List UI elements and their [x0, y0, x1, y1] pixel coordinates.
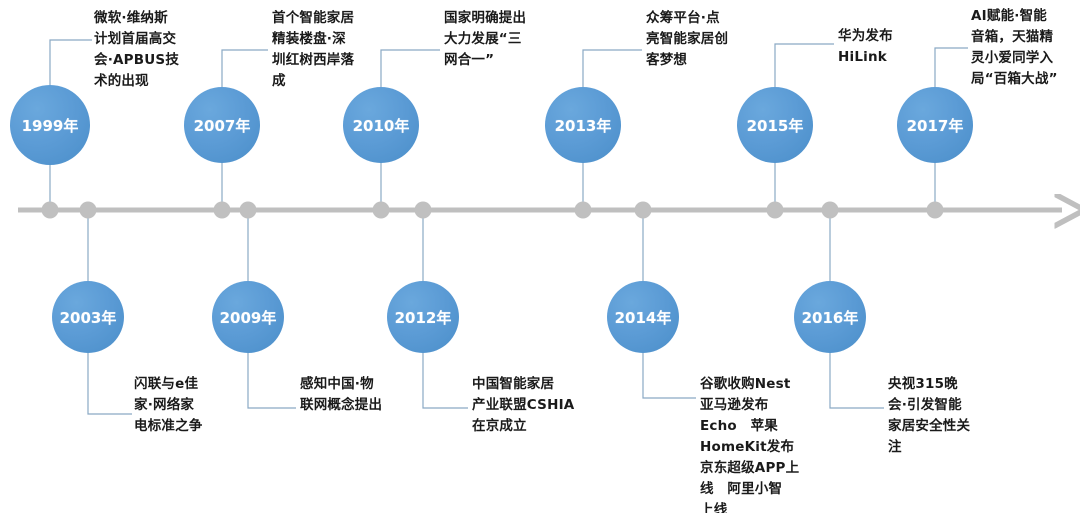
axis-dot [239, 201, 257, 219]
connector-e2012 [422, 353, 468, 409]
node-year-label: 2010年 [352, 116, 410, 135]
timeline-node-2014[interactable]: 2014年 [607, 281, 679, 353]
axis-dot [79, 201, 97, 219]
caption-e2014: 谷歌收购Nest 亚马逊发布 Echo 苹果 HomeKit发布 京东超级APP… [700, 376, 800, 513]
node-year-label: 2014年 [614, 308, 672, 327]
connector-e2009 [247, 353, 296, 409]
connector-e2003 [87, 353, 132, 415]
connector-e2016 [829, 353, 884, 409]
connector-e2007 [221, 49, 268, 87]
node-year-label: 2017年 [906, 116, 964, 135]
axis-dot [926, 201, 944, 219]
axis-dot [414, 201, 432, 219]
caption-e2010: 国家明确提出 大力发展“三 网合一” [444, 10, 527, 68]
axis-dot [634, 201, 652, 219]
node-year-label: 2012年 [394, 308, 452, 327]
timeline-node-2012[interactable]: 2012年 [387, 281, 459, 353]
axis-dot [213, 201, 231, 219]
timeline-node-2010[interactable]: 2010年 [343, 87, 419, 163]
timeline-node-2017[interactable]: 2017年 [897, 87, 973, 163]
caption-e2009: 感知中国·物 联网概念提出 [300, 376, 383, 413]
axis-dot [372, 201, 390, 219]
axis-dot-group [41, 201, 944, 219]
connector-e2015 [774, 43, 834, 87]
node-year-label: 1999年 [21, 116, 79, 135]
connector-e2013 [582, 49, 642, 87]
connector-e2010 [380, 49, 440, 87]
timeline-node-2013[interactable]: 2013年 [545, 87, 621, 163]
connector-lines [49, 39, 968, 415]
timeline-node-2015[interactable]: 2015年 [737, 87, 813, 163]
connector-e1999 [49, 39, 92, 85]
axis-dot [821, 201, 839, 219]
axis-dot [41, 201, 59, 219]
caption-e2016: 央视315晚 会·引发智能 家居安全性关 注 [888, 376, 971, 455]
timeline-node-2007[interactable]: 2007年 [184, 87, 260, 163]
caption-e2017: AI赋能·智能 音箱，天猫精 灵小爱同学入 局“百箱大战” [971, 8, 1058, 87]
node-year-label: 2015年 [746, 116, 804, 135]
axis-dot [574, 201, 592, 219]
node-year-label: 2016年 [801, 308, 859, 327]
timeline-node-2016[interactable]: 2016年 [794, 281, 866, 353]
caption-e1999: 微软·维纳斯 计划首届高交 会·APBUS技 术的出现 [94, 10, 180, 89]
caption-e2015: 华为发布 HiLink [838, 28, 893, 65]
timeline-node-2009[interactable]: 2009年 [212, 281, 284, 353]
axis-dot [766, 201, 784, 219]
node-year-label: 2003年 [59, 308, 117, 327]
caption-e2013: 众筹平台·点 亮智能家居创 客梦想 [646, 10, 729, 68]
node-year-label: 2013年 [554, 116, 612, 135]
caption-e2003: 闪联与e佳 家·网络家 电标准之争 [134, 376, 203, 434]
connector-e2014 [642, 353, 696, 399]
node-year-label: 2009年 [219, 308, 277, 327]
node-year-label: 2007年 [193, 116, 251, 135]
timeline-node-1999[interactable]: 1999年 [10, 85, 90, 165]
connector-e2017 [934, 47, 968, 87]
caption-e2012: 中国智能家居 产业联盟CSHIA 在京成立 [472, 376, 575, 434]
timeline-node-2003[interactable]: 2003年 [52, 281, 124, 353]
caption-e2007: 首个智能家居 精装楼盘·深 圳红树西岸落 成 [272, 10, 355, 89]
